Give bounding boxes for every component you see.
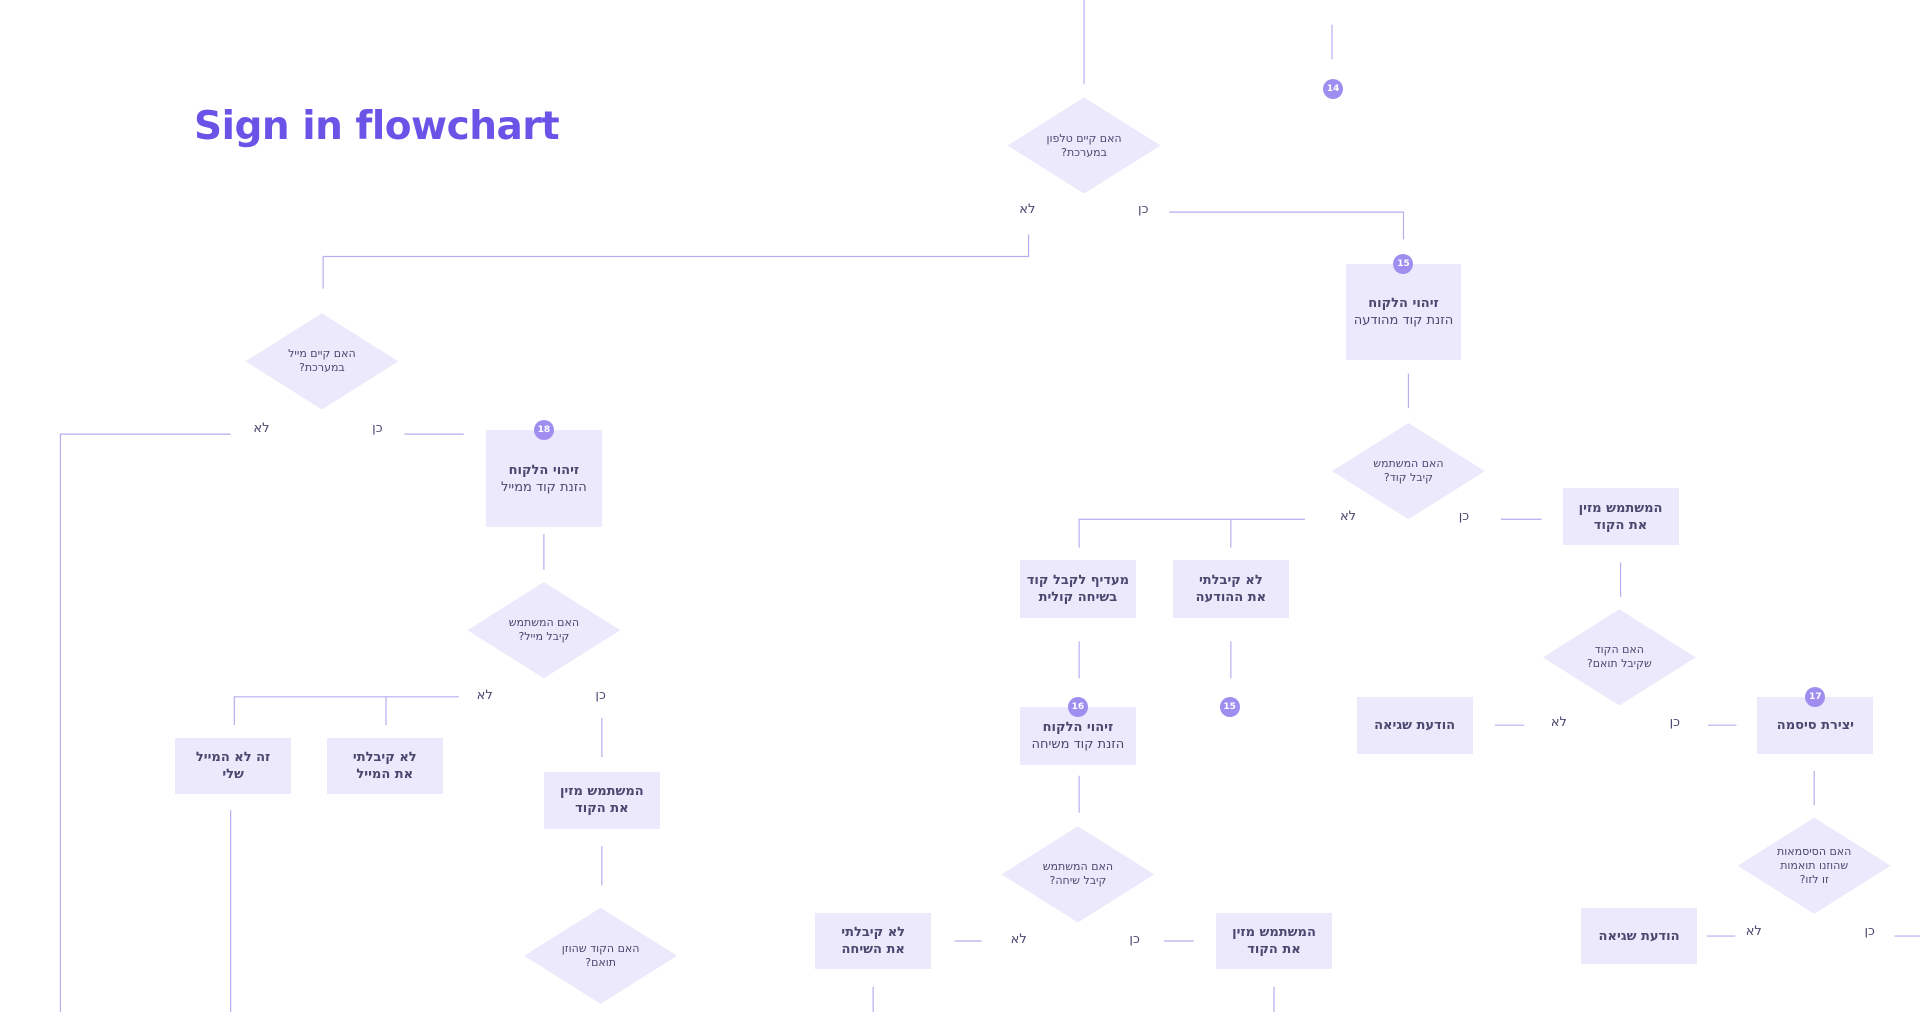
node-text-line1: האם המשתמש [1042,860,1114,874]
edge-label-l-code-yes: כן [1458,509,1470,525]
step-badge-18: 18 [533,420,554,441]
node-text-line1: זיהוי הלקוח [1368,296,1439,312]
node-text-line1: לא קיבלתי [1198,572,1263,588]
process-node-b-enters-code-c: המשתמש מזין את הקוד [1216,912,1332,970]
node-text-line2: את השיחה [841,942,905,957]
node-text-line2: שהוזנו תואמות [1780,858,1849,872]
node-text-line1: המשתמש מזין [1232,925,1316,940]
node-text-line1: האם הסיסמאות [1777,844,1852,858]
edge-label-l-match-no: לא [1550,715,1567,731]
node-text-line1: האם המשתמש [508,616,580,630]
node-text-line2: הזנת קוד מהודעה [1353,313,1454,329]
edge-label-l-phone-yes: כן [1138,202,1149,218]
node-text-line1: האם הקוד שהוזן [561,941,640,955]
step-badge-16: 16 [1067,696,1088,717]
node-text-line1: לא קיבלתי [841,925,906,940]
node-text-line2: את המייל [356,766,414,782]
node-text-line2: את הקוד [1247,942,1301,957]
node-text-line1: הודעת שגיאה [1598,928,1680,944]
node-text-line2: את הקוד [1593,517,1648,533]
node-text-line2: שקיבל תואם? [1586,657,1652,671]
step-badge-15: 15 [1219,696,1240,717]
node-text-line2: את הקוד [575,801,629,817]
node-text-line1: זיהוי הלקוח [508,462,580,478]
node-text-line1: האם קיים טלפון [1046,131,1122,145]
connector-3 [1169,211,1405,240]
edge-label-l-phone-no: לא [1019,202,1036,218]
edge-label-l-gotmail-yes: כן [595,688,606,704]
node-text-line1: האם קיים מייל [288,347,356,361]
edge-label-l-pwd-yes: כן [1864,923,1875,939]
node-text-line1: הודעת שגיאה [1374,717,1456,733]
node-text-line2: הזנת קוד ממייל [501,479,587,495]
process-node-b-no-call: לא קיבלתי את השיחה [815,912,932,970]
node-text-line2: בשיחה קולית [1038,589,1118,605]
node-text-line1: המשתמש מזין [559,784,644,800]
step-badge-15: 15 [1393,253,1414,274]
node-text-line2: תואם? [585,955,616,969]
node-text-line1: זה לא המייל [195,749,271,765]
edge-label-l-call-no: לא [1010,932,1027,948]
node-text-line2: קיבל קוד? [1383,471,1433,485]
node-text-line1: המשתמש מזין [1578,500,1663,516]
node-text-line1: זיהוי הלקוח [1042,719,1114,735]
node-text-line1: האם המשתמש [1373,457,1444,471]
node-text-line2: במערכת? [298,361,345,375]
node-text-line2: קיבל מייל? [518,630,570,644]
step-badge-14: 14 [1323,78,1344,99]
edge-label-l-match-yes: כן [1669,715,1681,731]
connector-25 [233,696,459,726]
connector-4 [322,234,1030,289]
process-node-b-error2: הודעת שגיאה [1581,907,1697,965]
node-text-line2: הזנת קוד משיחה [1031,736,1125,752]
node-text-line1: האם הקוד [1594,643,1644,657]
connector-6 [1078,518,1305,548]
edge-label-l-pwd-no: לא [1745,923,1762,939]
page-title: Sign in flowchart [194,104,560,149]
node-text-line2: שלי [222,766,244,782]
node-text-line1: לא קיבלתי [352,749,417,765]
edge-label-l-mail-yes: כן [372,420,383,436]
edge-label-l-code-no: לא [1339,509,1357,525]
node-text-line2: את ההודעה [1195,589,1267,605]
node-text-line2: קיבל שיחה? [1049,874,1107,888]
edge-label-l-gotmail-no: לא [476,688,493,704]
step-badge-17: 17 [1805,686,1826,707]
node-text-line2: במערכת? [1061,145,1107,159]
connector-22 [59,433,231,1012]
edge-label-l-call-yes: כן [1129,932,1140,948]
process-node-b-error1: הודעת שגיאה [1356,696,1473,754]
node-text-line1: מעדיף לקבל קוד [1026,572,1130,588]
edge-label-l-mail-no: לא [253,420,270,436]
node-text-line3: זו לזו? [1799,872,1829,886]
node-text-line1: יצירת סיסמה [1776,717,1855,733]
